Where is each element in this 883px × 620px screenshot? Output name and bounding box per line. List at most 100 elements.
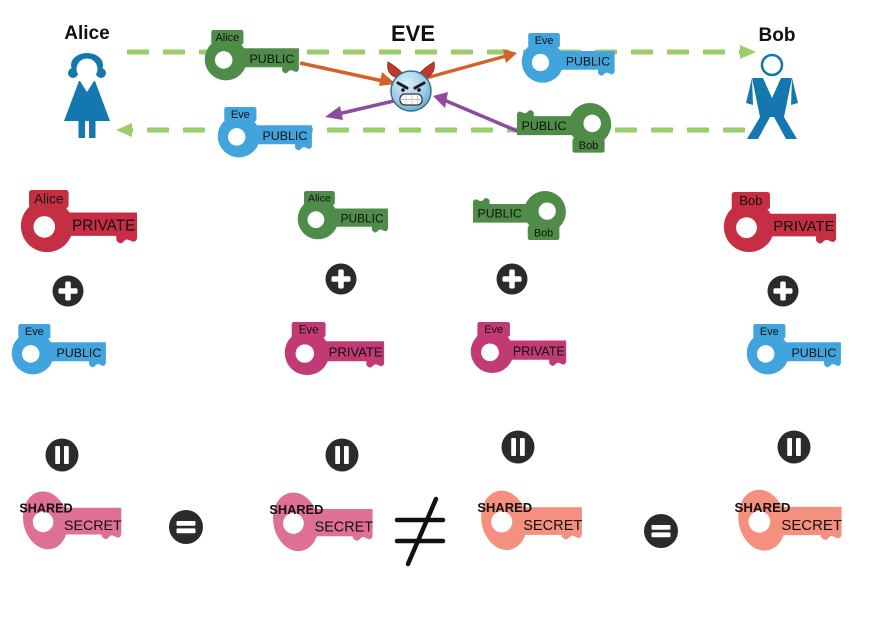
pause-glyph — [344, 446, 349, 464]
key-type-label: PUBLIC — [478, 207, 522, 221]
arrow-bob-key-to-eve — [443, 98, 523, 135]
intercept-arrows — [299, 49, 523, 135]
plus-glyph — [65, 281, 71, 301]
pause-glyph — [787, 438, 792, 456]
key-eve-private-col3: Eve PRIVATE — [470, 322, 567, 374]
plus-icon — [767, 275, 799, 307]
alice-collar — [80, 81, 94, 92]
equals-icon — [644, 514, 678, 548]
secret-label: SECRET — [315, 519, 374, 535]
equals-glyph — [651, 532, 671, 538]
plus-glyph — [509, 269, 515, 289]
devil-eye-right — [417, 88, 421, 92]
key-hole — [481, 343, 499, 362]
key-shared-secret-bob: SHARED SECRET — [732, 485, 842, 556]
key-type-label: PUBLIC — [56, 346, 101, 360]
plus-glyph — [338, 269, 344, 289]
pause-icon — [45, 438, 79, 472]
key-shared-secret-eve-alice: SHARED SECRET — [267, 488, 374, 556]
key-owner-label: Alice — [216, 32, 240, 44]
pause-circle — [777, 430, 811, 464]
key-owner-label: Eve — [760, 326, 779, 338]
bob-head — [760, 53, 784, 77]
alice-person-icon — [64, 53, 110, 138]
pause-glyph — [511, 438, 516, 456]
plus-glyph — [780, 281, 786, 301]
key-type-label: PRIVATE — [513, 344, 565, 358]
key-bob-public-sent: Bob PUBLIC — [517, 103, 612, 153]
key-type-label: PUBLIC — [791, 346, 836, 360]
key-eve-private-col2: Eve PRIVATE — [284, 322, 385, 376]
key-bob-private: Bob PRIVATE — [723, 192, 837, 253]
key-type-label: PUBLIC — [566, 54, 610, 68]
key-hole — [227, 128, 246, 146]
alice-leg — [78, 121, 85, 138]
key-owner-label: Eve — [231, 109, 250, 121]
dashed-channel-alice-to-bob — [127, 45, 756, 59]
key-eve-public-col4: Eve PUBLIC — [746, 324, 841, 375]
pause-icon — [777, 430, 811, 464]
key-shared-secret-alice: SHARED SECRET — [17, 487, 122, 554]
key-owner-label: Eve — [299, 325, 319, 337]
key-eve-public-sent-to-alice: Eve PUBLIC — [217, 107, 312, 158]
alice-dress — [64, 81, 110, 121]
pause-glyph — [335, 446, 340, 464]
not-equals-slash — [405, 496, 439, 567]
key-hole — [538, 202, 556, 220]
pause-glyph — [64, 446, 69, 464]
bob-leg-left — [747, 117, 770, 139]
dashed-channel-bob-to-alice — [116, 123, 745, 137]
key-hole — [214, 51, 233, 69]
pause-glyph — [796, 438, 801, 456]
key-type-label: PRIVATE — [72, 218, 135, 235]
arrow-eve-to-fake-key-bob — [425, 54, 507, 80]
key-bob-public-col3: Bob PUBLIC — [473, 191, 566, 240]
equals-icon — [169, 510, 203, 544]
pause-glyph — [55, 446, 60, 464]
devil-brow-right — [413, 81, 426, 90]
key-owner-label: Bob — [534, 227, 553, 239]
alice-leg — [89, 121, 96, 138]
arrowhead-right-icon — [740, 45, 756, 59]
key-hole — [531, 53, 550, 72]
pause-icon — [325, 438, 359, 472]
key-alice-private: Alice PRIVATE — [20, 190, 137, 253]
pause-circle — [45, 438, 79, 472]
bob-person-icon — [746, 53, 798, 139]
pause-icon — [501, 430, 535, 464]
key-alice-public-sent: Alice PUBLIC — [204, 30, 299, 81]
arrowhead-purple-icon — [433, 92, 448, 108]
equals-circle — [169, 510, 203, 544]
bob-leg-right — [774, 117, 797, 139]
arrowhead-purple-icon — [325, 106, 343, 120]
devil-brow-left — [396, 81, 409, 90]
secret-label: SECRET — [64, 518, 122, 534]
devil-eye-left — [401, 88, 405, 92]
pause-glyph — [520, 438, 525, 456]
key-hole — [736, 217, 757, 239]
bob-title: Bob — [759, 25, 796, 46]
plus-icon — [52, 275, 84, 307]
key-type-label: PUBLIC — [262, 129, 307, 143]
arrowhead-left-icon — [116, 123, 132, 137]
equals-circle — [644, 514, 678, 548]
key-hole — [583, 114, 601, 133]
key-type-label: PUBLIC — [522, 119, 567, 133]
key-eve-public-sent-to-bob: Eve PUBLIC — [521, 33, 615, 83]
plus-icon — [496, 263, 528, 295]
eve-title: EVE — [391, 21, 435, 46]
shared-label: SHARED — [734, 500, 790, 515]
alice-title: Alice — [64, 23, 109, 44]
pause-circle — [501, 430, 535, 464]
key-alice-public-col2: Alice PUBLIC — [297, 191, 388, 240]
secret-label: SECRET — [781, 517, 842, 534]
equals-glyph — [651, 525, 671, 530]
key-hole — [21, 345, 40, 363]
key-owner-label: Alice — [308, 193, 331, 205]
key-owner-label: Bob — [739, 193, 762, 208]
bob-arm-right — [791, 78, 798, 105]
key-type-label: PUBLIC — [249, 52, 294, 66]
secret-label: SECRET — [523, 518, 582, 534]
key-type-label: PRIVATE — [773, 219, 834, 235]
alice-hair-curl — [68, 68, 78, 78]
